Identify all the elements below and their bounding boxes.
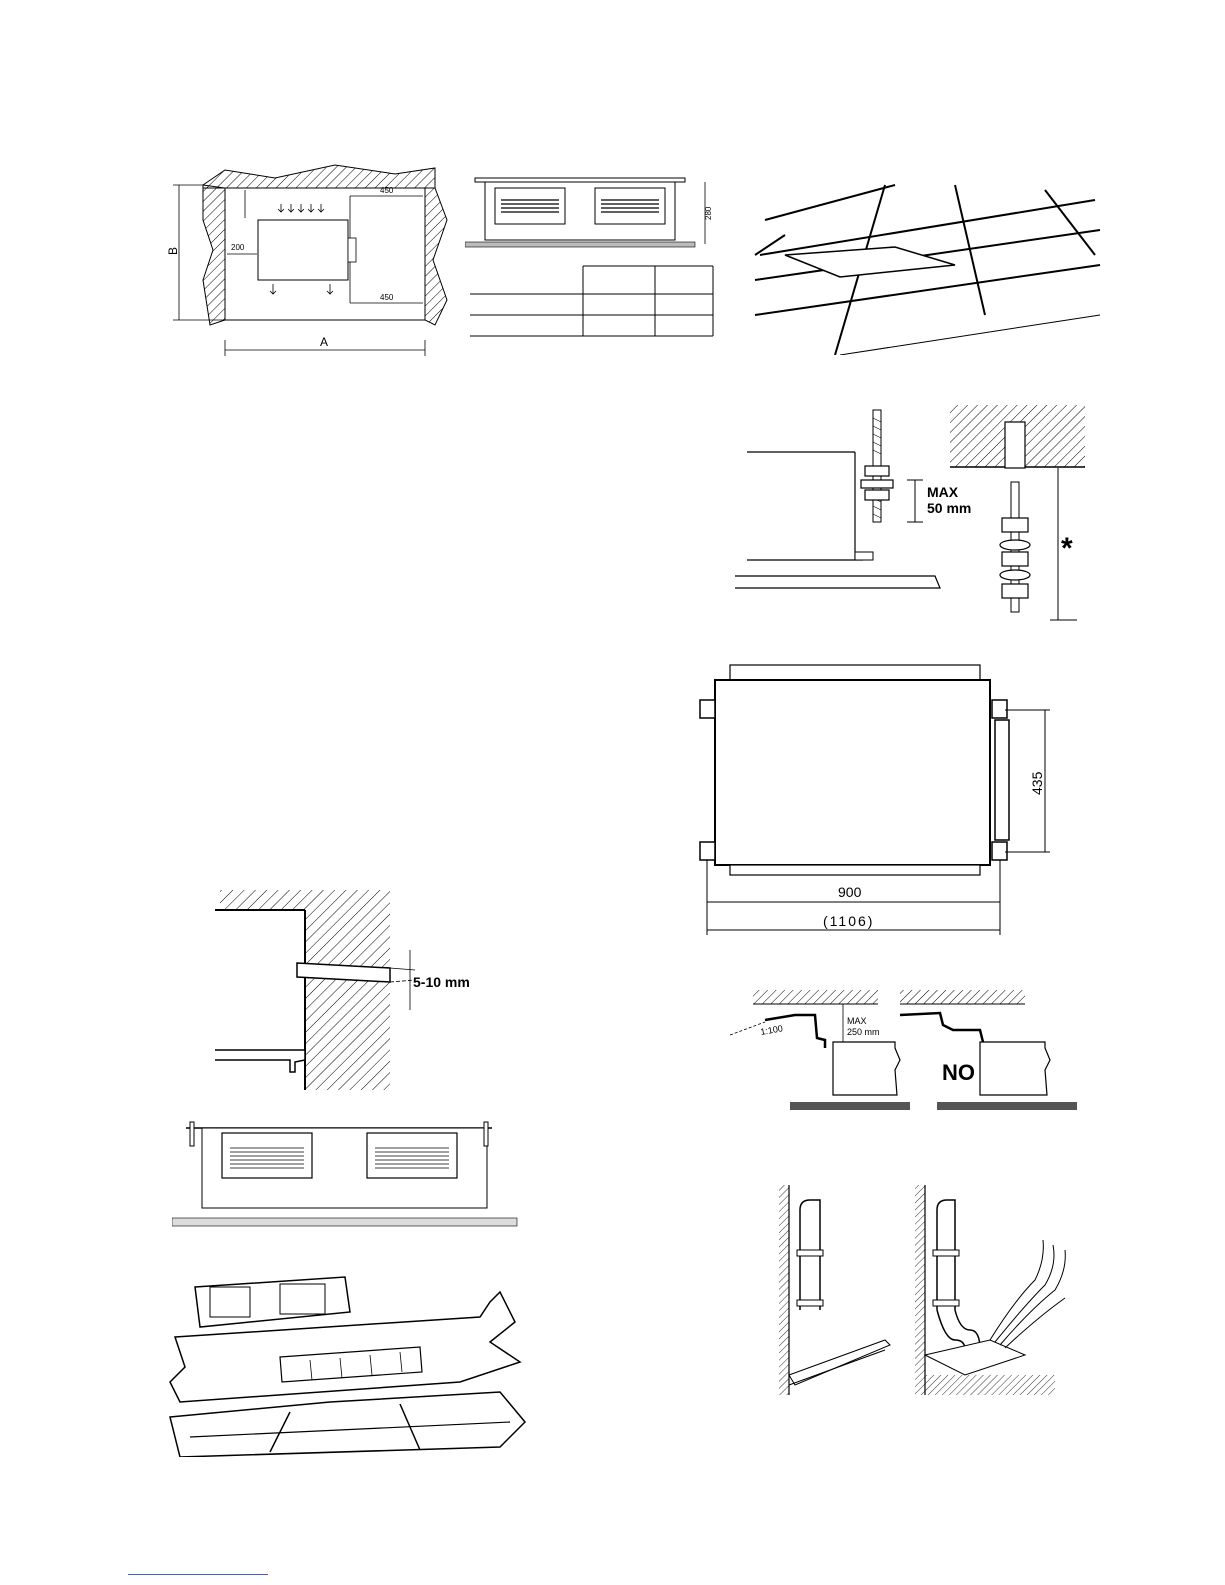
ratio-label: 1:100 — [760, 1023, 784, 1037]
ceiling-installation-diagram — [160, 1272, 535, 1457]
max-50-label-1: MAX — [927, 484, 959, 500]
spec-table — [470, 266, 713, 336]
clearance-top-right: 450 — [380, 186, 394, 195]
ceiling-grid-diagram — [745, 175, 1105, 355]
max-250-label-2: 250 mm — [847, 1027, 880, 1037]
width-dimension-900: 900 — [838, 884, 862, 900]
height-dimension-280: 280 — [704, 206, 713, 220]
asterisk-marker: * — [1061, 532, 1073, 565]
clearance-plan-diagram: 450 450 200 A B — [165, 160, 450, 365]
max-250-label-1: MAX — [847, 1016, 867, 1026]
slope-label: 5-10 mm — [413, 974, 470, 990]
no-label: NO — [942, 1060, 975, 1085]
hanging-rod-diagram: MAX 50 mm * — [715, 400, 1095, 625]
dimension-a: A — [320, 335, 328, 349]
footer-link-underline — [128, 1574, 268, 1575]
height-dimension-435: 435 — [1029, 771, 1045, 795]
unit-dimension-diagram: 435 900 (1106) — [695, 660, 1065, 940]
duct-elevation-diagram — [172, 1118, 532, 1228]
wall-drain-diagram — [775, 1180, 1075, 1405]
clearance-left: 200 — [231, 243, 245, 252]
unit-elevation-diagram: 280 — [465, 170, 725, 340]
width-overall-1106: (1106) — [823, 913, 874, 929]
dimension-b: B — [166, 247, 180, 255]
max-50-label-2: 50 mm — [927, 500, 971, 516]
clearance-bottom-right: 450 — [380, 293, 394, 302]
wall-slope-diagram: 5-10 mm — [210, 890, 480, 1090]
drain-slope-diagram: 1:100 MAX 250 mm NO — [725, 990, 1095, 1120]
